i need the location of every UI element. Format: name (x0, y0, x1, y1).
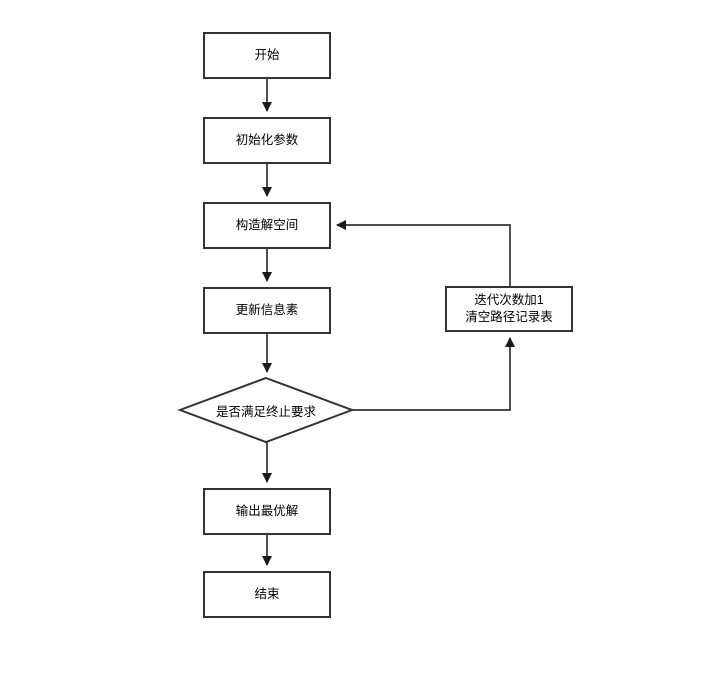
flow-node-init-params: 初始化参数 (203, 117, 331, 164)
decision-diamond-shape (177, 376, 355, 444)
flow-node-termination-decision: 是否满足终止要求 (180, 378, 352, 442)
flow-node-construct-solution-space: 构造解空间 (203, 202, 331, 249)
edge-decision-to-loop (352, 337, 515, 411)
flow-node-output-best-solution-label: 输出最优解 (235, 504, 299, 519)
flow-node-end-label: 结束 (254, 587, 280, 602)
flow-node-iterate-and-clear: 迭代次数加1 清空路径记录表 (445, 286, 573, 332)
flow-node-clear-path-label: 清空路径记录表 (465, 310, 553, 324)
edge-loop-to-construct (336, 220, 511, 286)
flow-node-iterate-label: 迭代次数加1 (474, 293, 544, 308)
flow-node-start-label: 开始 (254, 48, 280, 63)
flow-node-update-pheromone-label: 更新信息素 (235, 303, 299, 318)
flow-node-termination-decision-label: 是否满足终止要求 (215, 404, 316, 419)
flow-node-init-params-label: 初始化参数 (235, 133, 299, 148)
flow-node-start: 开始 (203, 32, 331, 79)
flow-node-output-best-solution: 输出最优解 (203, 488, 331, 535)
flow-node-construct-solution-space-label: 构造解空间 (235, 218, 299, 233)
flow-node-end: 结束 (203, 571, 331, 618)
flow-node-update-pheromone: 更新信息素 (203, 287, 331, 334)
